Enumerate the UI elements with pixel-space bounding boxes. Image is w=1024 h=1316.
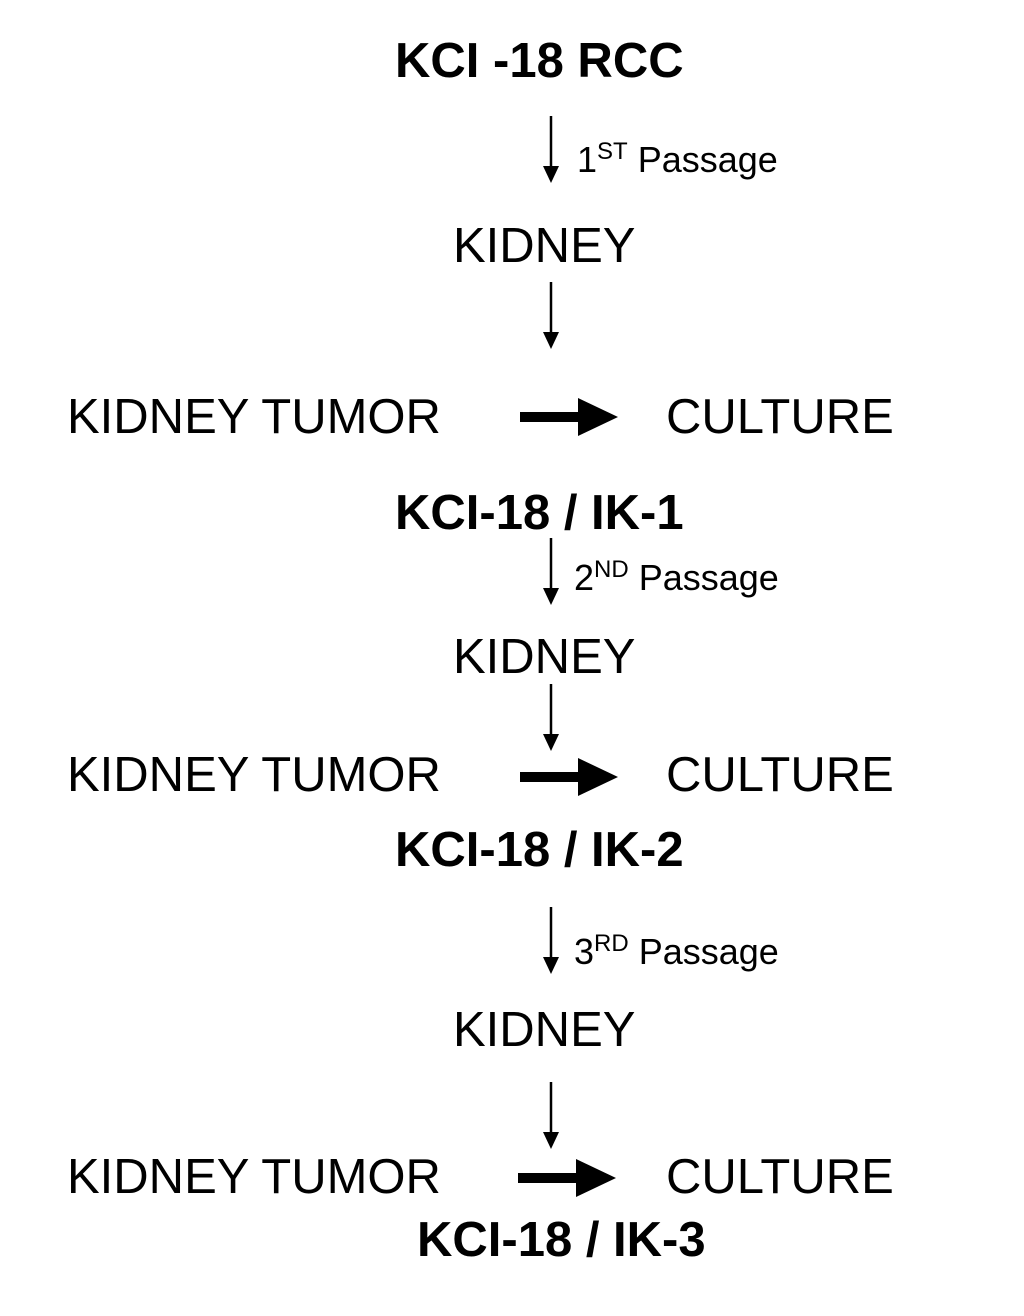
passage-3-word: Passage xyxy=(638,931,779,972)
stage-1-kidney-arrow xyxy=(543,282,559,349)
stage-1-cell-line: KCI-18 / IK-1 xyxy=(395,486,684,540)
passage-1-word: Passage xyxy=(637,139,778,180)
stage-2-cell-line: KCI-18 / IK-2 xyxy=(395,823,684,877)
diagram-title: KCI -18 RCC xyxy=(395,34,684,88)
passage-1-number: 1 xyxy=(577,139,598,180)
stage-3-cell-line: KCI-18 / IK-3 xyxy=(417,1213,706,1267)
stage-2-tumor: KIDNEY TUMOR xyxy=(67,748,441,802)
passage-3-label: 3RD Passage xyxy=(574,931,779,972)
stage-3-culture: CULTURE xyxy=(666,1150,894,1204)
stage-3-kidney: KIDNEY xyxy=(453,1003,636,1057)
stage-2-culture: CULTURE xyxy=(666,748,894,802)
passage-1-label: 1ST Passage xyxy=(577,139,778,180)
stage-3-culture-arrow xyxy=(518,1159,616,1197)
passage-3-number: 3 xyxy=(574,931,595,972)
passage-1-suffix: ST xyxy=(597,138,628,165)
stage-1-kidney: KIDNEY xyxy=(453,219,636,273)
stage-2-culture-arrow xyxy=(520,758,618,796)
passage-2-number: 2 xyxy=(574,557,595,598)
passage-3-arrow xyxy=(543,907,559,974)
passage-2-arrow xyxy=(543,538,559,605)
passage-1-arrow xyxy=(543,116,559,183)
stage-1-culture-arrow xyxy=(520,398,618,436)
stage-1-culture: CULTURE xyxy=(666,390,894,444)
stage-1-tumor: KIDNEY TUMOR xyxy=(67,390,441,444)
passage-3-suffix: RD xyxy=(594,930,629,957)
passage-2-word: Passage xyxy=(638,557,779,598)
passage-2-suffix: ND xyxy=(594,556,629,583)
stage-2-kidney: KIDNEY xyxy=(453,630,636,684)
stage-3-tumor: KIDNEY TUMOR xyxy=(67,1150,441,1204)
stage-3-kidney-arrow xyxy=(543,1082,559,1149)
passage-2-label: 2ND Passage xyxy=(574,557,779,598)
stage-2-kidney-arrow xyxy=(543,684,559,751)
